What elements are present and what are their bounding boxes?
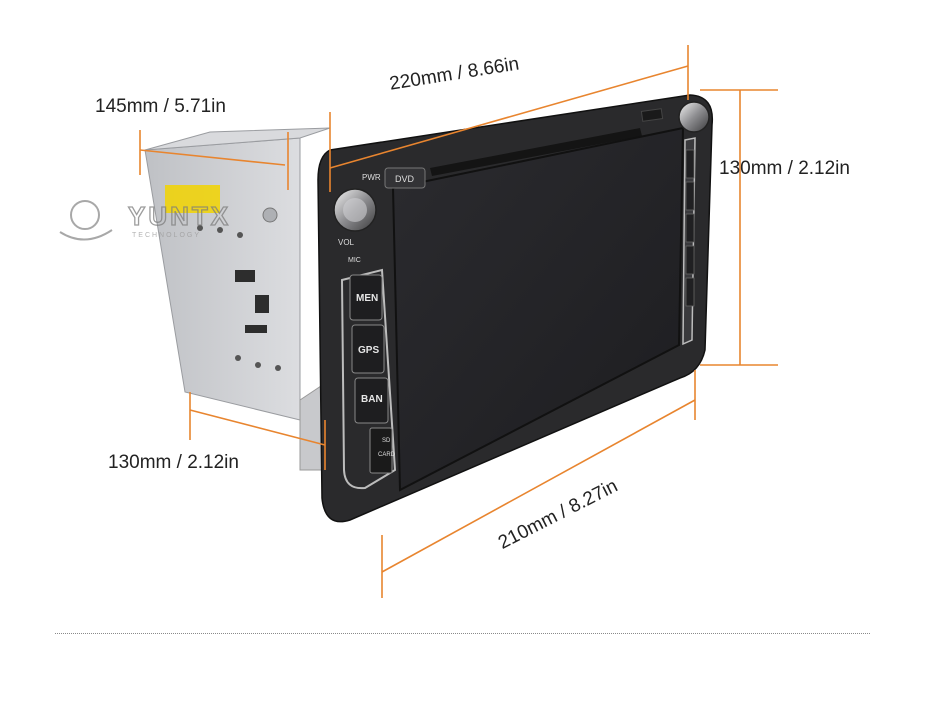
brand-watermark: YUNTX TECHNOLOGY [59,200,231,241]
dimension-lines [139,45,778,598]
right-side-buttons [685,149,695,307]
depth-dimension-label: 145mm / 5.71in [95,96,226,117]
dvd-label: DVD [395,174,415,184]
side-button-men-label: MEN [356,293,378,304]
pwr-label: PWR [362,173,381,182]
vol-label: VOL [338,238,355,247]
front-bezel [317,94,714,523]
brand-tagline: TECHNOLOGY [132,232,201,239]
sd-card-label: CARD [378,452,396,458]
volume-knob [333,188,377,232]
dvd-button: DVD [384,167,426,189]
side-button-ban-label: BAN [361,394,383,405]
sd-card-slot: SD CARD [369,427,396,474]
tuning-knob [678,101,710,133]
metal-chassis [144,127,333,471]
side-button-gps: GPS [351,324,385,374]
brand-name: YUNTX [128,201,231,231]
side-button-gps-label: GPS [358,345,379,356]
sd-label: SD [382,438,391,444]
dotted-divider [55,633,870,634]
display-screen [391,126,685,492]
side-button-ban: BAN [354,377,389,424]
side-button-men: MEN [349,274,383,321]
height-left-dimension-label: 130mm / 2.12in [108,452,239,473]
height-right-dimension-label: 130mm / 2.12in [719,158,850,179]
mic-label: MIC [348,257,361,264]
